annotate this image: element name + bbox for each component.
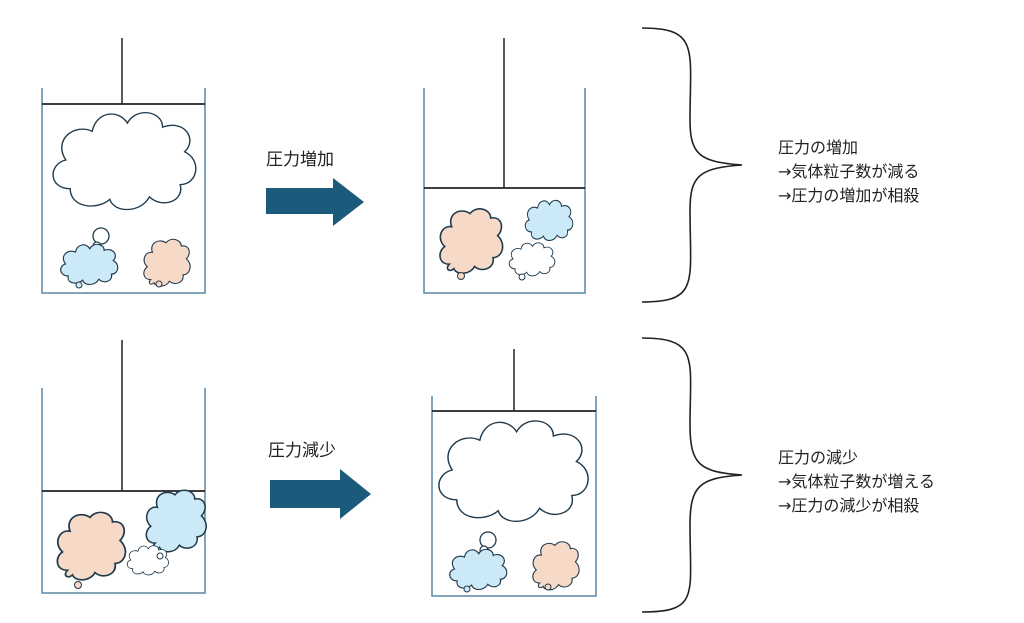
container-row1-after bbox=[423, 38, 586, 294]
arrow-right-icon bbox=[270, 469, 371, 519]
molecule-tail bbox=[457, 272, 465, 280]
peach-molecule bbox=[56, 511, 127, 581]
peach-molecule bbox=[143, 238, 191, 287]
caption-line: →気体粒子数が減る bbox=[778, 162, 920, 181]
arrow-label-increase: 圧力増加 bbox=[266, 150, 334, 170]
blue-molecule bbox=[145, 489, 207, 553]
peach-molecule bbox=[532, 541, 580, 591]
arrow-right-icon bbox=[266, 178, 364, 226]
container-wall bbox=[41, 88, 206, 294]
bubble-dot bbox=[92, 227, 110, 245]
caption-row2: 圧力の減少 →気体粒子数が増える →圧力の減少が相殺 bbox=[778, 446, 935, 518]
caption-line: →気体粒子数が増える bbox=[778, 472, 935, 491]
white-molecule bbox=[126, 545, 169, 576]
container-wall bbox=[423, 88, 586, 294]
large-bubble bbox=[438, 420, 589, 523]
peach-molecule bbox=[439, 207, 504, 275]
blue-molecule bbox=[524, 199, 574, 242]
molecule-tail bbox=[544, 583, 552, 591]
caption-row1: 圧力の増加 →気体粒子数が減る →圧力の増加が相殺 bbox=[778, 136, 919, 208]
bubble-dot bbox=[479, 531, 497, 549]
caption-line: 圧力の減少 bbox=[778, 448, 859, 467]
molecule-tail bbox=[155, 280, 163, 288]
caption-line: 圧力の増加 bbox=[778, 138, 859, 157]
molecule-tail bbox=[518, 273, 526, 281]
container-row1-before bbox=[41, 38, 206, 294]
large-bubble bbox=[52, 111, 197, 211]
arrow-label-decrease: 圧力減少 bbox=[268, 441, 336, 461]
container-row2-before bbox=[41, 340, 207, 594]
container-wall bbox=[431, 396, 597, 597]
white-molecule bbox=[508, 242, 556, 277]
caption-line: →圧力の減少が相殺 bbox=[778, 496, 920, 515]
blue-molecule bbox=[60, 243, 119, 286]
molecule-tail bbox=[156, 552, 164, 560]
blue-molecule bbox=[449, 548, 508, 591]
brace-row2 bbox=[641, 337, 743, 613]
caption-line: →圧力の増加が相殺 bbox=[778, 186, 920, 205]
brace-row1 bbox=[641, 27, 743, 303]
molecule-tail bbox=[74, 581, 82, 589]
molecule-tail bbox=[463, 585, 471, 593]
container-row2-after bbox=[431, 349, 597, 597]
molecule-tail bbox=[75, 281, 83, 289]
